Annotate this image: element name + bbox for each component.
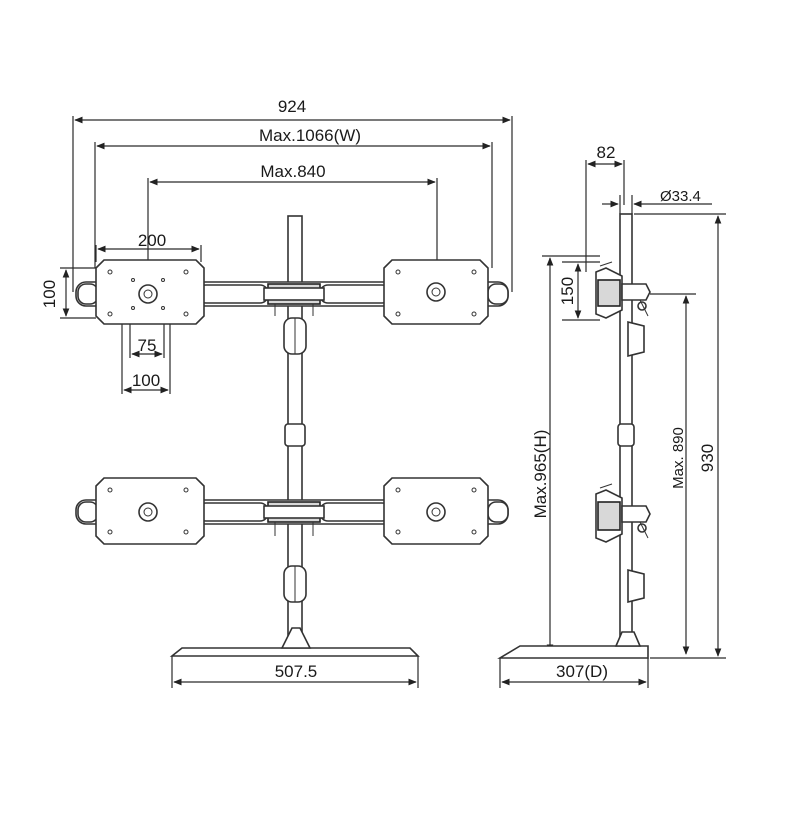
max-spacing-label: Max.840 (260, 162, 325, 181)
vesa-plate-lower-left (95, 477, 205, 545)
side-mount-upper (595, 261, 651, 319)
base-width-label: 507.5 (275, 662, 318, 681)
side-base (497, 631, 649, 659)
base-depth-label: 307(D) (556, 662, 608, 681)
vesa-plate-upper-right (383, 259, 489, 325)
vesa-height-label: 100 (40, 280, 59, 308)
dimension-mount-height: 150 (558, 261, 600, 321)
front-pole (283, 215, 307, 649)
side-view: 82 Ø33.4 150 Max.965(H) Max. (497, 143, 726, 688)
pole-diameter-label: Ø33.4 (660, 188, 701, 205)
dimension-pole-height: 930 (634, 213, 726, 659)
arm-offset-label: 82 (597, 143, 616, 162)
mount-height-label: 150 (558, 277, 577, 305)
overall-width-label: 924 (278, 97, 306, 116)
pole-height-label: 930 (698, 444, 717, 472)
dimension-arm-offset: 82 (585, 143, 625, 272)
dimension-pole-diameter: Ø33.4 (602, 188, 712, 214)
max-width-label: Max.1066(W) (259, 126, 361, 145)
max-pole-label: Max. 890 (670, 427, 687, 489)
dimension-vesa-height: 100 (40, 267, 96, 319)
side-mount-lower (595, 483, 651, 543)
dimension-max-width: Max.1066(W) (94, 126, 493, 268)
dimension-max-pole: Max. 890 (650, 293, 696, 655)
front-base (169, 627, 420, 657)
vesa-width-label: 200 (138, 231, 166, 250)
dimension-vesa-width: 200 (95, 231, 202, 262)
vesa-small-label: 75 (138, 336, 157, 355)
dimension-base-depth: 307(D) (499, 658, 649, 688)
vesa-large-label: 100 (132, 371, 160, 390)
vesa-plate-lower-right (383, 477, 489, 545)
dimension-base-width: 507.5 (171, 656, 419, 688)
dimension-vesa-holes: 75 100 (121, 312, 171, 394)
vesa-plate-upper-left (95, 259, 205, 325)
front-view: 924 Max.1066(W) Max.840 200 (40, 97, 513, 688)
dimension-max-height: Max.965(H) (531, 255, 600, 653)
dimension-overall-width: 924 (72, 97, 513, 292)
max-height-label: Max.965(H) (531, 430, 550, 519)
